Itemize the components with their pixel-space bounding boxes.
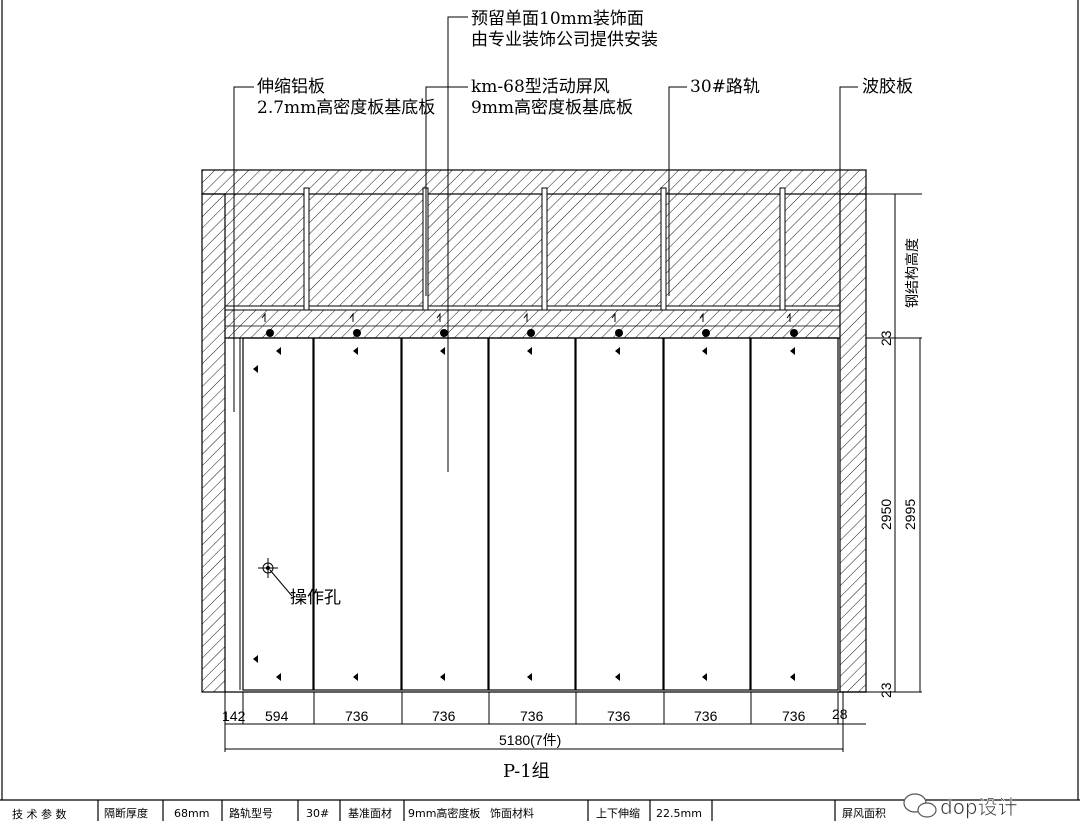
left-wall — [201, 193, 226, 693]
dim-panel-5: 736 — [607, 708, 631, 724]
screen-model-label-2: 9mm高密度板基底板 — [471, 98, 633, 118]
dim-right-gap: 28 — [832, 706, 848, 722]
dim-overall-height: 2995 — [902, 499, 918, 530]
operation-hole-symbol — [258, 558, 293, 597]
panel-3 — [401, 337, 489, 691]
operation-hole-label: 操作孔 — [290, 588, 341, 608]
dim-total-width: 5180(7件) — [499, 732, 561, 748]
screen-panels — [242, 337, 839, 691]
steel-structure-zone — [224, 193, 841, 307]
tb-stretch-value: 22.5mm — [656, 807, 702, 820]
corrugated-label: 波胶板 — [862, 77, 913, 97]
track-label: 30#路轨 — [690, 77, 760, 97]
steel-height-label: 钢结构高度 — [904, 238, 921, 308]
dim-panel-6: 736 — [694, 708, 718, 724]
horizontal-dimension-lines — [224, 692, 866, 752]
top-beam — [201, 169, 867, 195]
screen-model-label: km-68型活动屏风 — [471, 77, 610, 97]
tb-base-label: 基准面材 — [348, 806, 392, 820]
dim-top-gap: 23 — [878, 330, 894, 346]
wechat-icon — [903, 793, 937, 818]
panel-2 — [313, 337, 402, 691]
dim-bottom-gap: 23 — [878, 682, 894, 698]
panel-7 — [750, 337, 839, 691]
watermark-text: dop设计 — [940, 795, 1018, 819]
panel-bottom-marks — [276, 673, 795, 681]
dim-left-gap: 142 — [222, 708, 246, 724]
tb-thickness-label: 隔断厚度 — [104, 806, 148, 820]
hanger-ticks — [261, 312, 791, 322]
reserved-finish-label-2: 由专业装饰公司提供安装 — [471, 30, 658, 50]
panel-4 — [488, 337, 576, 691]
panel-1 — [242, 337, 314, 691]
expansion-label: 伸缩铝板 — [257, 77, 325, 97]
dim-panel-1: 594 — [265, 708, 289, 724]
tb-area-label: 屏风面积 — [842, 807, 886, 820]
vertical-dimension-lines — [866, 193, 922, 693]
track-carriers — [266, 329, 798, 337]
tb-finish-label: 饰面材料 — [490, 806, 534, 820]
reserved-finish-label: 预留单面10mm装饰面 — [471, 9, 644, 29]
dim-panel-4: 736 — [520, 708, 544, 724]
panel-top-marks — [276, 347, 795, 355]
panel-5 — [575, 337, 664, 691]
title-block-grid — [0, 799, 1080, 821]
dim-panel-height: 2950 — [878, 499, 894, 530]
panel-6 — [663, 337, 751, 691]
panel-side-marks — [253, 365, 258, 663]
leader-lines — [233, 16, 858, 472]
tb-thickness-value: 68mm — [174, 807, 209, 820]
dim-panel-2: 736 — [345, 708, 369, 724]
dim-panel-7: 736 — [782, 708, 806, 724]
expansion-label-2: 2.7mm高密度板基底板 — [257, 98, 435, 118]
tb-track-label: 路轨型号 — [229, 806, 273, 820]
dim-panel-3: 736 — [432, 708, 456, 724]
title-block-section: 技 术 参 数 — [12, 807, 67, 821]
tb-stretch-label: 上下伸缩 — [596, 807, 640, 820]
group-label: P-1组 — [503, 761, 550, 782]
right-wall — [839, 193, 867, 693]
tb-base-value: 9mm高密度板 — [408, 806, 480, 820]
tb-track-value: 30# — [306, 807, 329, 820]
